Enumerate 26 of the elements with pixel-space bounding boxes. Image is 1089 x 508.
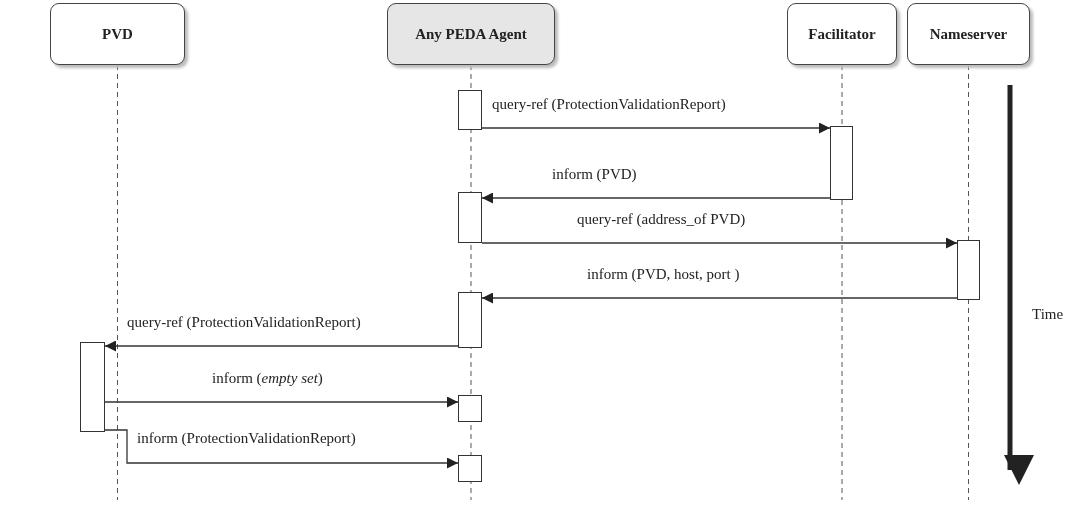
activation-bar [458, 90, 482, 130]
activation-bar [458, 455, 482, 482]
message-arrow [481, 237, 958, 249]
message-label: inform (ProtectionValidationReport) [135, 429, 358, 447]
message-label: query-ref (address_of PVD) [575, 210, 748, 228]
participant-box: Any PEDA Agent [387, 3, 555, 65]
activation-bar [80, 342, 105, 432]
participant-box: Facilitator [787, 3, 897, 65]
message-arrow [481, 192, 831, 204]
message-label: inform (PVD, host, port ) [585, 265, 742, 283]
message-label: inform (PVD) [550, 165, 639, 183]
message-arrow [104, 429, 459, 469]
message-label: query-ref (ProtectionValidationReport) [125, 313, 363, 331]
message-arrow [481, 122, 831, 134]
message-label: query-ref (ProtectionValidationReport) [490, 95, 728, 113]
activation-bar [957, 240, 980, 300]
participant-box: PVD [50, 3, 185, 65]
message-arrow [104, 396, 459, 408]
activation-bar [458, 395, 482, 422]
participant-box: Nameserver [907, 3, 1030, 65]
message-arrow [481, 292, 958, 304]
message-arrow [104, 340, 459, 352]
activation-bar [458, 192, 482, 243]
activation-bar [458, 292, 482, 348]
message-label: inform (empty set) [210, 369, 325, 387]
activation-bar [830, 126, 853, 200]
